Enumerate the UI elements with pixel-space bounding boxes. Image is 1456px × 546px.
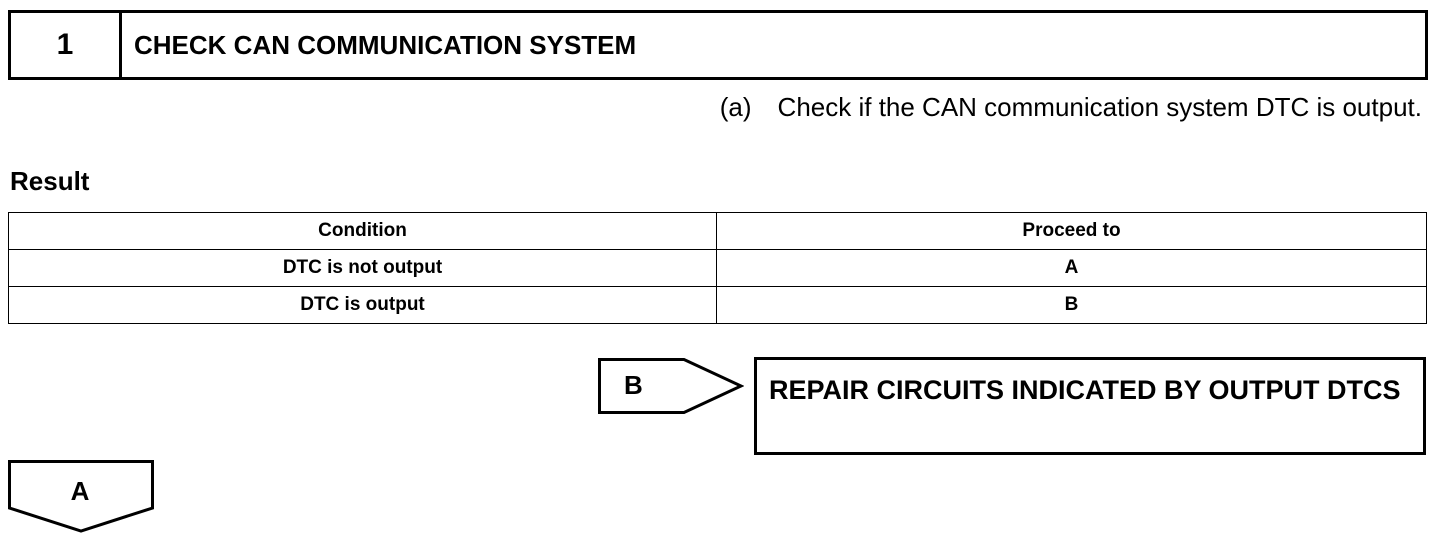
repair-action-text: REPAIR CIRCUITS INDICATED BY OUTPUT DTCS: [769, 375, 1401, 405]
step-number: 1: [11, 13, 122, 77]
instruction-marker: (a): [719, 92, 752, 122]
instruction-text: Check if the CAN communication system DT…: [777, 92, 1422, 122]
column-header-proceed-to: Proceed to: [716, 212, 1427, 250]
branch-a-label: A: [70, 476, 90, 506]
down-arrow-icon: [8, 460, 154, 533]
proceed-to-cell: B: [716, 286, 1427, 324]
condition-cell: DTC is output: [8, 286, 717, 324]
step-title: CHECK CAN COMMUNICATION SYSTEM: [134, 29, 637, 60]
branch-a-arrow: A: [8, 460, 154, 534]
table-row: DTC is not output A: [8, 249, 1427, 287]
result-heading: Result: [10, 166, 90, 196]
condition-cell: DTC is not output: [8, 249, 717, 287]
instruction: (a) Check if the CAN communication syste…: [720, 92, 1422, 123]
table-row: DTC is output B: [8, 286, 1427, 324]
branch-b-label: B: [624, 370, 643, 400]
step-header: 1 CHECK CAN COMMUNICATION SYSTEM: [8, 10, 1428, 80]
column-header-condition: Condition: [8, 212, 717, 250]
result-table: Condition Proceed to DTC is not output A…: [8, 212, 1427, 324]
table-header-row: Condition Proceed to: [8, 212, 1427, 250]
repair-action-box: REPAIR CIRCUITS INDICATED BY OUTPUT DTCS: [754, 357, 1426, 455]
branch-b-arrow: B: [598, 358, 744, 414]
proceed-to-cell: A: [716, 249, 1427, 287]
right-arrow-icon: [598, 358, 744, 414]
